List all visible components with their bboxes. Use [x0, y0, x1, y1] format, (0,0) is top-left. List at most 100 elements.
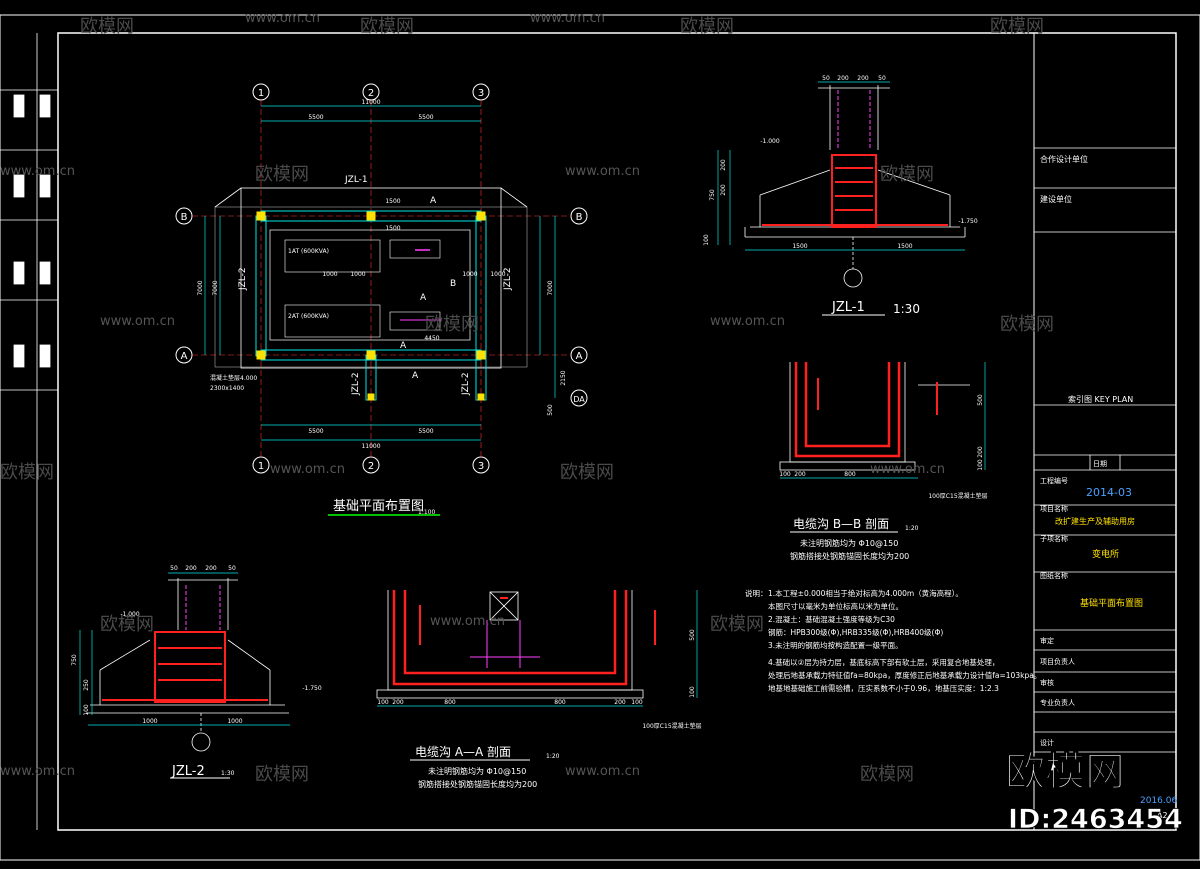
- wm-brand-9: 欧模网: [0, 462, 54, 483]
- aa-dim-7: 100: [689, 686, 696, 698]
- aa-dim-6: 500: [689, 629, 696, 641]
- plan-mark-b: B: [450, 279, 456, 289]
- note-line-3: 钢筋：HPB300级(Φ),HRB335级(Φ),HRB400级(Φ): [768, 627, 943, 637]
- grid-label-a-right: A: [576, 351, 583, 362]
- grid-label-2-bottom: 2: [368, 461, 374, 472]
- notes-title: 说明：: [745, 588, 768, 598]
- jzl1-dim-6: 750: [709, 189, 716, 201]
- bb-dim-3: 500: [977, 394, 984, 406]
- tb-label-project-no: 工程编号: [1040, 476, 1068, 485]
- jzl1-dim-9: 1500: [897, 243, 912, 250]
- left-margin-strip: [0, 89, 58, 391]
- jzl1-dim-3: 50: [878, 75, 886, 82]
- note-line-6: 处理后地基承载力特征值fa=80kpa，厚度修正后地基承载力设计值fa=103k…: [768, 670, 1041, 680]
- plan-dim-bay2-bottom: 5500: [418, 428, 433, 435]
- wm-brand-7: 欧模网: [425, 314, 479, 335]
- plan-scale: 1:100: [418, 509, 435, 516]
- tb-project: 改扩建生产及辅助用房: [1055, 516, 1135, 526]
- plan-inner-dim-1: 1000: [322, 271, 337, 278]
- wm-site-1: www.om.cn: [245, 11, 320, 26]
- plan-note-elev: 混凝土垫层4.000: [210, 374, 257, 382]
- jzl2-dim-4: 750: [71, 654, 78, 666]
- jzl1-dim-7: 100: [703, 234, 710, 246]
- aa-note1: 未注明钢筋均为 Φ10@150: [428, 766, 526, 776]
- jzl2-dim-1: 200: [185, 565, 197, 572]
- wm-brand-4: 欧模网: [990, 16, 1044, 37]
- plan-beam-jzl2-left: JZL-2: [238, 267, 248, 291]
- bb-scale: 1:20: [905, 525, 919, 532]
- wm-site-11: www.om.cn: [565, 764, 640, 779]
- jzl2-section: 50 200 200 50 750 250 100 1000 1000 -1.0…: [71, 565, 322, 779]
- foundation-plan: 1 2 3 1 2 3 B A B A DA: [175, 83, 588, 516]
- jzl1-dim-1: 200: [837, 75, 849, 82]
- plan-mark-a-mid: A: [420, 293, 427, 303]
- wm-site-7: www.om.cn: [270, 462, 345, 477]
- bb-dim-0: 800: [844, 471, 856, 478]
- wm-site-5: www.om.cn: [100, 314, 175, 329]
- jzl2-dim-7: 1000: [142, 718, 157, 725]
- jzl2-dim-5: 250: [83, 679, 90, 691]
- aa-dim-0: 100: [377, 699, 389, 706]
- jzl1-scale: 1:30: [893, 302, 920, 316]
- grid-label-3-bottom: 3: [478, 461, 484, 472]
- aa-dim-2: 800: [444, 699, 456, 706]
- tb-label-item: 子项名称: [1040, 534, 1068, 543]
- aa-dim-5: 100: [631, 699, 643, 706]
- wm-brand-8: 欧模网: [1000, 314, 1054, 335]
- jzl1-title: JZL-1: [831, 300, 865, 315]
- plan-title: 基础平面布置图: [333, 499, 424, 514]
- jzl2-dim-6: 100: [83, 704, 90, 716]
- jzl1-section: 50 200 200 50 200 200 750 100 1500 1500 …: [703, 75, 978, 316]
- bb-title: 电缆沟 B—B 剖面: [793, 517, 889, 531]
- wm-brand-6: 欧模网: [880, 164, 934, 185]
- plan-dim-bay1-bottom: 5500: [308, 428, 323, 435]
- tb-label-pm: 项目负责人: [1040, 657, 1075, 666]
- wm-site-3: www.om.cn: [0, 164, 75, 179]
- bb-dim-4: 100: [977, 459, 984, 471]
- bb-note2: 钢筋搭接处钢筋锚固长度均为200: [790, 551, 909, 561]
- plan-dim-2150: 2150: [560, 370, 567, 385]
- bb-dim-5: 200: [977, 446, 984, 458]
- wm-site-6: www.om.cn: [710, 314, 785, 329]
- grid-label-3-top: 3: [478, 88, 484, 99]
- note-line-7: 地基地基础施工前需验槽，压实系数不小于0.96，地基压实度：1:2.3: [768, 683, 999, 693]
- plan-beam-jzl2-mid: JZL-2: [351, 372, 361, 396]
- note-line-0: 1.本工程±0.000相当于绝对标高为4.000m（黄海高程）。: [768, 588, 963, 598]
- plan-inner-dim-7: 4450: [424, 335, 439, 342]
- wm-id: ID:2463454: [1008, 804, 1183, 835]
- jzl1-level-2: -1.750: [958, 218, 978, 225]
- grid-label-b-right: B: [576, 212, 583, 223]
- bb-note1: 未注明钢筋均为 Φ10@150: [800, 538, 898, 548]
- plan-inner-dim-2: 1000: [350, 271, 365, 278]
- title-block: [1034, 147, 1176, 753]
- aa-scale: 1:20: [546, 753, 560, 760]
- jzl2-dim-2: 200: [205, 565, 217, 572]
- wm-site-2: www.om.cn: [530, 11, 605, 26]
- plan-beam-jzl1: JZL-1: [344, 175, 368, 185]
- plan-dim-height-right: 7000: [547, 280, 554, 295]
- plan-inner-dim-4: 1000: [490, 271, 505, 278]
- plan-note-1at: 1AT (600KVA): [288, 248, 329, 255]
- note-line-4: 3.未注明的钢筋均按构造配置一级平面。: [768, 640, 903, 650]
- tb-label-designer: 设计: [1040, 738, 1054, 747]
- aa-section: 100 200 800 800 200 100 500 100 100厚C15混…: [376, 590, 702, 789]
- plan-mark-a-bottom: A: [412, 371, 419, 381]
- plan-dim-height-left: 7000: [197, 280, 204, 295]
- jzl1-dim-8: 1500: [792, 243, 807, 250]
- tb-label-approve: 审定: [1040, 636, 1054, 645]
- jzl1-dim-0: 50: [822, 75, 830, 82]
- tb-date2: 2016.06: [1140, 796, 1177, 806]
- plan-note-2at: 2AT (600KVA): [288, 313, 329, 320]
- jzl2-dim-8: 1000: [227, 718, 242, 725]
- tb-label-date: 日期: [1093, 460, 1107, 468]
- jzl1-dim-2: 200: [857, 75, 869, 82]
- jzl2-dim-3: 50: [228, 565, 236, 572]
- plan-dim-bay2-top: 5500: [418, 114, 433, 121]
- wm-brand-3: 欧模网: [680, 16, 734, 37]
- jzl2-level-2: -1.750: [302, 685, 322, 692]
- jzl1-dim-4: 200: [720, 159, 727, 171]
- outer-border: [0, 14, 1200, 861]
- tb-date: 2014-03: [1086, 486, 1132, 499]
- jzl2-dim-0: 50: [170, 565, 178, 572]
